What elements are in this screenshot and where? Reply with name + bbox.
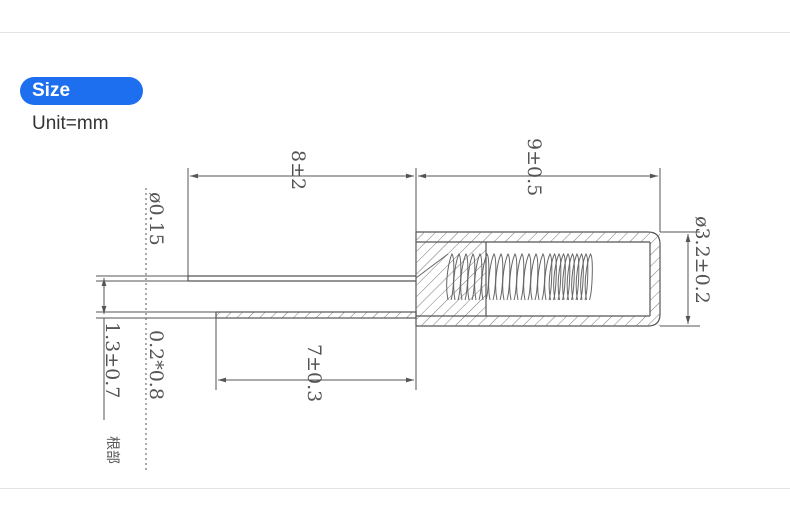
coil-turn	[509, 253, 518, 301]
coil-turn	[575, 253, 584, 301]
coil-turn	[460, 253, 469, 301]
coil-turn	[446, 253, 455, 301]
label-body-length: 9±0.5	[523, 138, 545, 196]
top-divider	[0, 32, 790, 33]
coil-turn	[584, 253, 593, 301]
coil-turn	[474, 253, 483, 301]
label-wire-extension: 8±2	[287, 150, 309, 190]
coil-turn	[530, 253, 539, 301]
bottom-divider	[0, 488, 790, 489]
coil-turn	[523, 253, 532, 301]
coil-turn	[557, 253, 566, 301]
coil-turn	[571, 253, 580, 301]
coil-turn	[502, 253, 511, 301]
label-wire-diameter: ø0.15	[145, 192, 167, 246]
coil-turn	[537, 253, 546, 301]
coil-turn	[495, 253, 504, 301]
dimension-labels: 8±2 9±0.5 ø0.15 0.2*0.8 7±0.3 ø3.2±0.2 1…	[101, 138, 713, 464]
coil-turn	[566, 253, 575, 301]
coil-turn	[562, 253, 571, 301]
coil-turn	[481, 253, 490, 301]
coil-turn	[516, 253, 525, 301]
coil-turn	[544, 253, 553, 301]
size-badge: Size	[20, 77, 143, 105]
coil-turn	[453, 253, 462, 301]
dimension-lines	[96, 168, 700, 470]
label-root-offset: 1.3±0.7	[101, 322, 123, 398]
label-root-note: 根部	[104, 436, 120, 464]
label-pin-size: 0.2*0.8	[145, 330, 167, 400]
coil-turn	[553, 253, 562, 301]
coil-turn	[467, 253, 476, 301]
unit-label: Unit=mm	[32, 113, 109, 134]
size-badge-label: Size	[32, 80, 71, 101]
label-body-diameter: ø3.2±0.2	[691, 216, 713, 304]
label-pin-length: 7±0.3	[303, 344, 325, 402]
coil-lead	[415, 253, 449, 279]
spring-coil	[415, 253, 593, 301]
coil-turn	[488, 253, 497, 301]
wire-leads	[187, 275, 417, 319]
coil-turn	[548, 253, 557, 301]
coil-turn	[580, 253, 589, 301]
